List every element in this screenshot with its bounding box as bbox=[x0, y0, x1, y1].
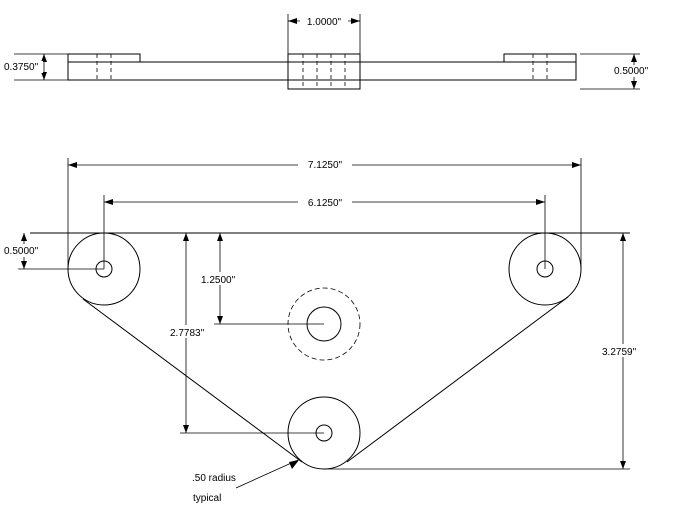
side-view-bar bbox=[67, 61, 577, 81]
dim-right-thickness: 0.5000" bbox=[580, 53, 656, 90]
dim-top-width-label: 1.0000" bbox=[307, 17, 342, 28]
dim-middle-depth-label: 1.2500" bbox=[201, 275, 236, 286]
dim-lower-depth-label: 2.7783" bbox=[170, 328, 205, 339]
dim-left-offset: 0.5000" bbox=[3, 233, 104, 270]
side-view: 1.0000" 0.3750" 0.5000" bbox=[3, 14, 656, 90]
dim-overall-width-label: 7.1250" bbox=[308, 160, 343, 171]
dim-lower-depth: 2.7783" bbox=[168, 233, 324, 434]
dim-center-span-label: 6.1250" bbox=[308, 198, 343, 209]
dim-left-offset-label: 0.5000" bbox=[4, 246, 39, 257]
dim-overall-width: 7.1250" bbox=[67, 158, 582, 269]
dim-overall-height-label: 3.2759" bbox=[602, 347, 637, 358]
side-view-left-boss bbox=[67, 53, 141, 62]
plan-view: 7.1250" 6.1250" 0.5000" bbox=[3, 158, 644, 504]
dim-top-width: 1.0000" bbox=[287, 14, 361, 54]
side-view-hidden-lines bbox=[96, 54, 548, 89]
dim-left-thickness-label: 0.3750" bbox=[4, 62, 39, 73]
dim-middle-depth: 1.2500" bbox=[200, 233, 324, 325]
radius-note-line2: typical bbox=[193, 493, 221, 504]
radius-note: .50 radius typical bbox=[192, 459, 299, 504]
dim-center-span: 6.1250" bbox=[103, 195, 546, 269]
radius-note-line1: .50 radius bbox=[192, 473, 236, 484]
dim-overall-height: 3.2759" bbox=[324, 233, 644, 470]
left-tangent-edge bbox=[82, 298, 303, 463]
dim-left-thickness: 0.3750" bbox=[3, 53, 68, 81]
right-tangent-edge bbox=[346, 296, 569, 463]
side-view-center-boss bbox=[287, 53, 361, 90]
side-view-right-boss bbox=[503, 53, 577, 62]
dim-right-thickness-label: 0.5000" bbox=[614, 66, 649, 77]
